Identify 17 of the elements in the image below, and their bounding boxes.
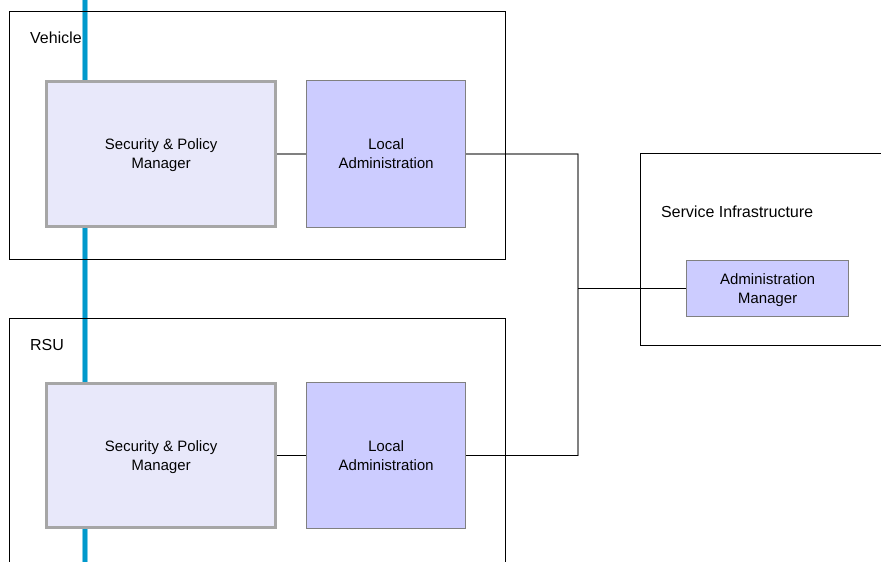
group-title: RSU — [30, 337, 64, 355]
component-box — [686, 260, 849, 317]
group-box — [640, 153, 881, 346]
component-label: Security & Policy Manager — [104, 135, 218, 173]
component-label: Administration Manager — [718, 270, 816, 308]
component-box — [306, 80, 466, 228]
group-box — [9, 318, 506, 562]
group-box — [9, 11, 506, 260]
component-label: Local Administration — [337, 135, 435, 173]
component-box — [45, 80, 277, 228]
component-box — [45, 382, 277, 529]
group-title: Service Infrastructure — [661, 204, 814, 222]
group-title: Vehicle — [30, 30, 82, 48]
component-label: Local Administration — [337, 436, 435, 474]
component-box — [306, 382, 466, 529]
component-label: Security & Policy Manager — [104, 436, 218, 474]
connector-line — [276, 455, 306, 456]
